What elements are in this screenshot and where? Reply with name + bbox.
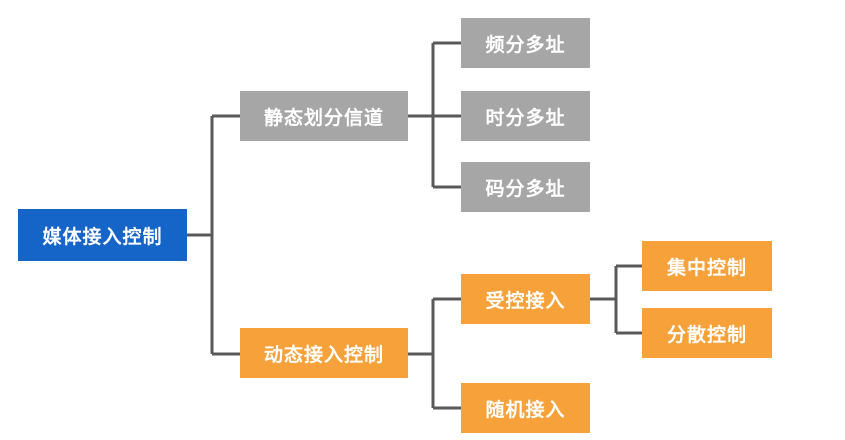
connector-root-branches: [187, 114, 240, 356]
connector-static-children: [408, 41, 461, 189]
node-distributed-control: 分散控制: [642, 308, 772, 358]
node-tdma: 时分多址: [461, 91, 590, 141]
node-centralized-control: 集中控制: [642, 241, 772, 291]
node-cdma: 码分多址: [461, 162, 590, 212]
connector-controlled-children: [590, 264, 642, 335]
node-fdma: 频分多址: [461, 18, 590, 68]
node-random-access: 随机接入: [461, 383, 590, 433]
node-dynamic-access-control: 动态接入控制: [240, 328, 408, 378]
node-static-channel-division: 静态划分信道: [240, 91, 408, 141]
node-media-access-control: 媒体接入控制: [18, 209, 187, 261]
node-controlled-access: 受控接入: [461, 274, 590, 324]
connector-dynamic-children: [408, 297, 461, 410]
